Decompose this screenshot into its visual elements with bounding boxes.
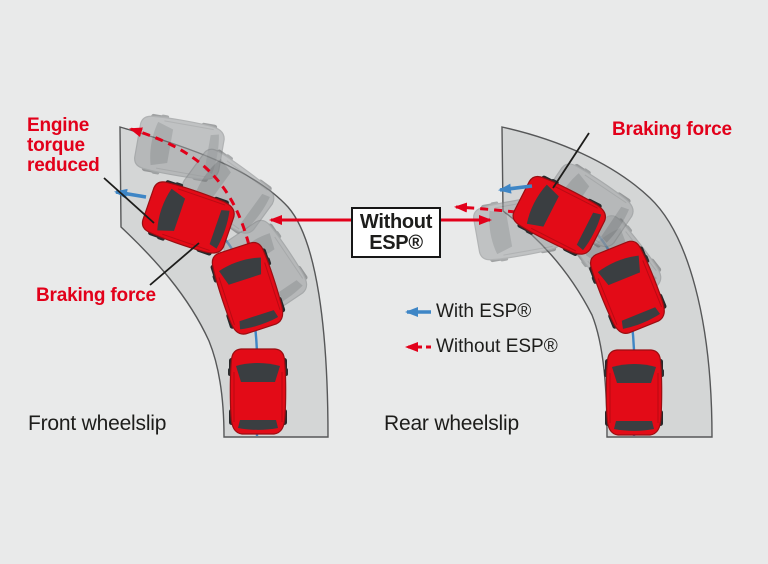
legend-with-esp-label: With ESP® (436, 301, 532, 322)
car-with-esp (604, 349, 664, 436)
braking-force-label-right: Braking force (612, 119, 732, 140)
without-esp-trajectories (129, 127, 517, 259)
with-esp-arrow-right-panel (498, 183, 533, 194)
front-wheelslip-caption: Front wheelslip (28, 412, 167, 435)
esp-cars (141, 175, 667, 436)
engine-torque-pointer-line (103, 177, 155, 224)
braking-force-pointer-left (149, 242, 200, 286)
car-with-esp (512, 175, 606, 256)
braking-force-pointer-right (552, 132, 590, 189)
car-with-esp (228, 348, 288, 435)
rear-wheelslip-caption: Rear wheelslip (384, 412, 519, 435)
car-with-esp (589, 240, 667, 334)
without-esp-path-right (454, 202, 517, 214)
braking-force-label-left: Braking force (36, 285, 156, 306)
car-with-esp (210, 241, 286, 335)
car-with-esp (141, 180, 235, 256)
annotations (103, 132, 590, 352)
without-esp-path-left (129, 127, 254, 259)
legend-without-esp-label: Without ESP® (436, 336, 558, 357)
engine-torque-reduced-label: Engine torque reduced (27, 115, 100, 176)
without-esp-box: Without ESP® (351, 207, 441, 258)
